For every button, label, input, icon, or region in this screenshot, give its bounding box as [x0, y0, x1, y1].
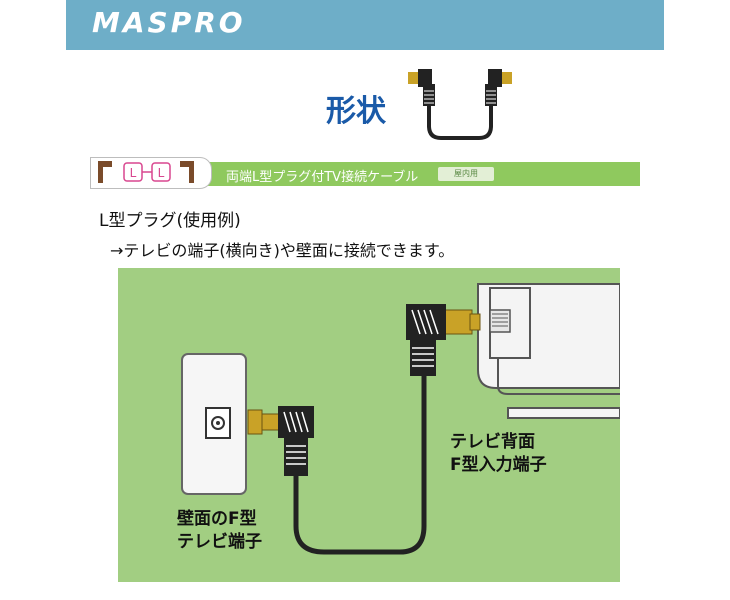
wall-label: 壁面のF型 テレビ端子 [177, 508, 262, 554]
brand-header: MASPRO [66, 0, 664, 50]
tv-label-line1: テレビ背面 [450, 432, 535, 452]
indoor-badge: 屋内用 [438, 167, 494, 181]
wall-plate-illustration [181, 353, 247, 495]
usage-title: L型プラグ(使用例) [99, 211, 241, 231]
tv-back-illustration [477, 283, 620, 419]
svg-text:L: L [158, 166, 165, 180]
wall-plug-illustration [247, 406, 314, 476]
usage-illustration [181, 283, 620, 555]
tv-label: テレビ背面 F型入力端子 [450, 431, 547, 477]
tv-label-line2: F型入力端子 [450, 455, 547, 475]
cable-illustration [293, 376, 427, 555]
tv-plug-illustration [406, 304, 481, 376]
usage-diagram: テレビ背面 F型入力端子 壁面のF型 テレビ端子 [118, 268, 620, 582]
usage-description: →テレビの端子(横向き)や壁面に接続できます。 [110, 241, 455, 260]
maspro-logo: MASPRO [92, 6, 246, 39]
l-plug-icon: L L [98, 161, 194, 183]
wall-label-line1: 壁面のF型 [177, 509, 257, 529]
svg-text:L: L [130, 166, 137, 180]
shape-title: 形状 [326, 94, 386, 129]
wall-label-line2: テレビ端子 [177, 532, 262, 552]
product-label: 両端L型プラグ付TV接続ケーブル [226, 170, 419, 185]
cable-shape-icon [408, 69, 512, 140]
